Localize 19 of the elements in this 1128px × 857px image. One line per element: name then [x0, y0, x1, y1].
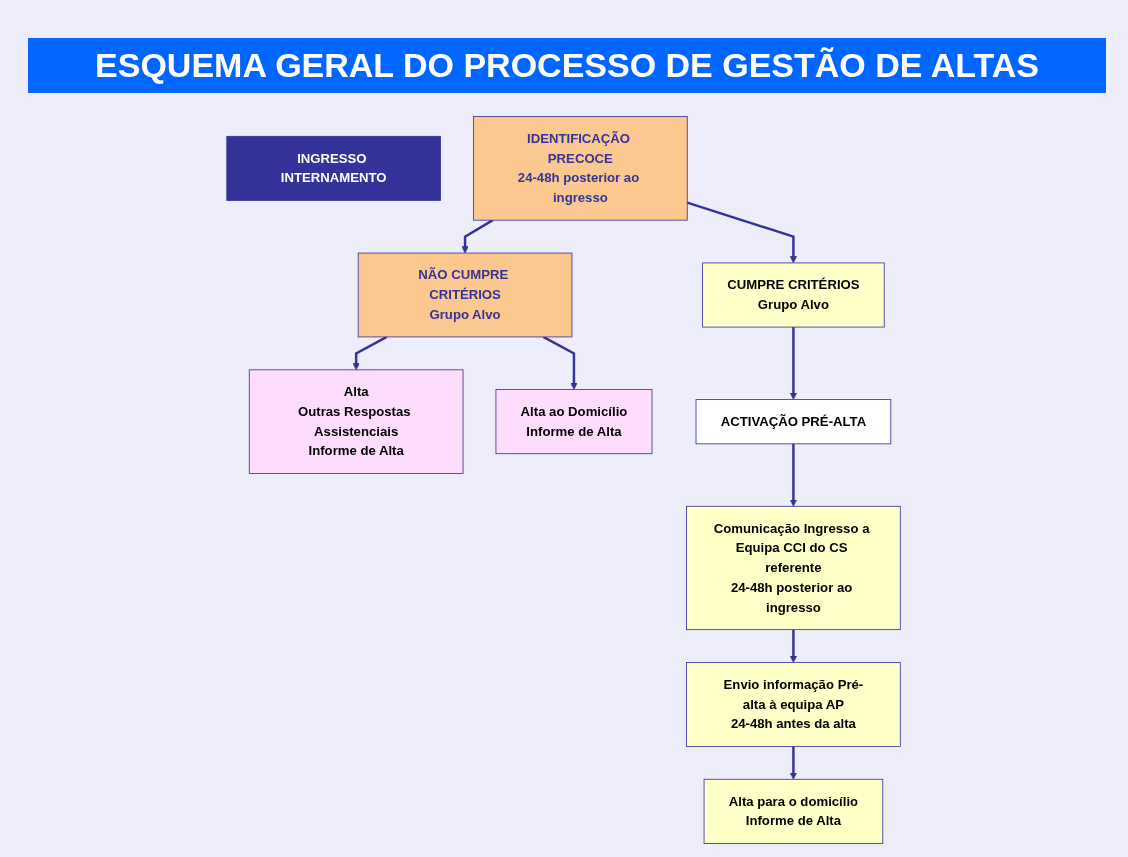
- arrow: [790, 443, 798, 507]
- arrow: [790, 746, 798, 780]
- node-box: NÃO CUMPRE CRITÉRIOS Grupo Alvo: [358, 252, 573, 338]
- node-box: INGRESSO INTERNAMENTO: [226, 135, 442, 201]
- arrow: [461, 219, 494, 254]
- title-banner: ESQUEMA GERAL DO PROCESSO DE GESTÃO DE ALTAS: [28, 38, 1106, 93]
- node-box: CUMPRE CRITÉRIOS Grupo Alvo: [702, 262, 886, 328]
- arrow: [353, 335, 388, 371]
- arrow: [790, 629, 798, 663]
- node-box: IDENTIFICAÇÃO PRECOCE 24-48h posterior ao ingresso: [473, 116, 689, 221]
- arrow: [543, 335, 578, 390]
- node-box: Comunicação Ingresso a Equipa CCI do CS referente 24-48h posterior ao ingresso: [686, 505, 902, 631]
- arrow: [687, 201, 798, 264]
- node-box: Alta para o domicílio Informe de Alta: [704, 778, 884, 844]
- node-box: Alta Outras Respostas Assistenciais Informe de Alta: [249, 369, 464, 474]
- arrow: [790, 327, 798, 400]
- node-box: Alta ao Domicílio Informe de Alta: [495, 389, 653, 455]
- node-box: Envio informação Pré-alta à equipa AP 24-48h antes da alta: [686, 662, 902, 747]
- node-box: ACTIVAÇÃO PRÉ-ALTA: [696, 399, 892, 445]
